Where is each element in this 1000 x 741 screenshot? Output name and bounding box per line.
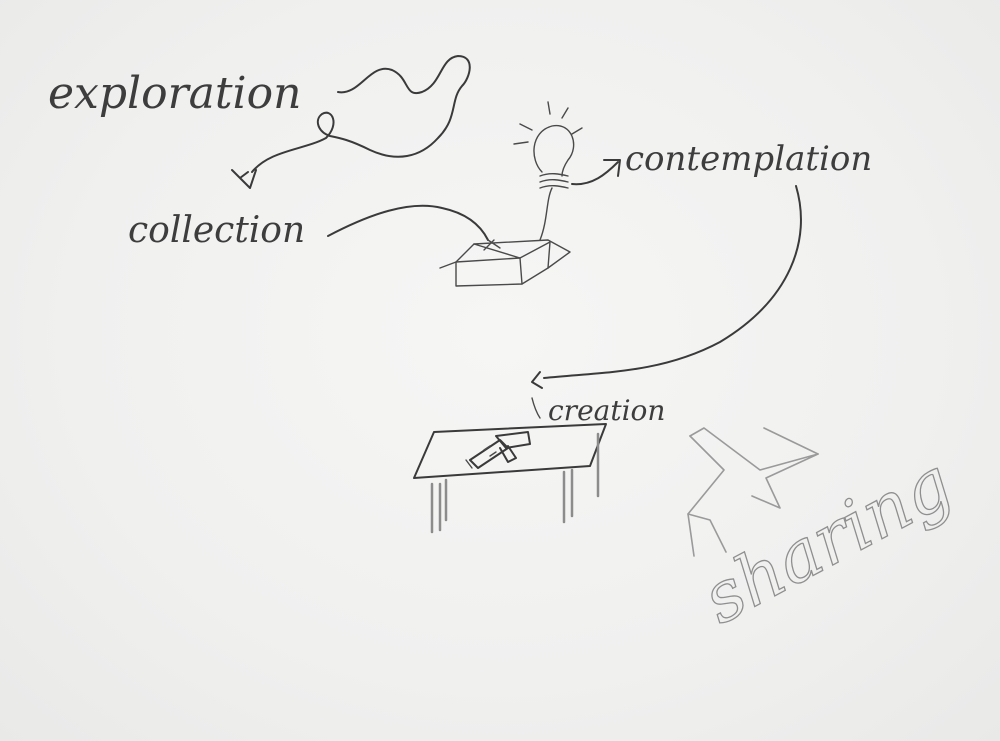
workbench-icon [413,423,607,534]
arrow-collection-to-box [327,204,489,241]
label-exploration: exploration [48,68,301,119]
open-box-icon [439,239,571,287]
light-bulb-icon [513,101,583,189]
tools-icon [465,431,531,469]
arrow-bulb-to-contemplation [571,161,619,186]
arrow-contemplation-to-creation [543,185,802,379]
label-creation: creation [548,394,665,427]
label-sharing: sharing [689,442,965,640]
label-collection: collection [128,210,305,251]
label-contemplation: contemplation [625,139,872,179]
arrowhead-collection [231,169,257,189]
arrow-exploration-to-collection [251,55,471,173]
sharing-arrows [687,427,819,557]
wire-box-to-bulb [539,187,553,241]
